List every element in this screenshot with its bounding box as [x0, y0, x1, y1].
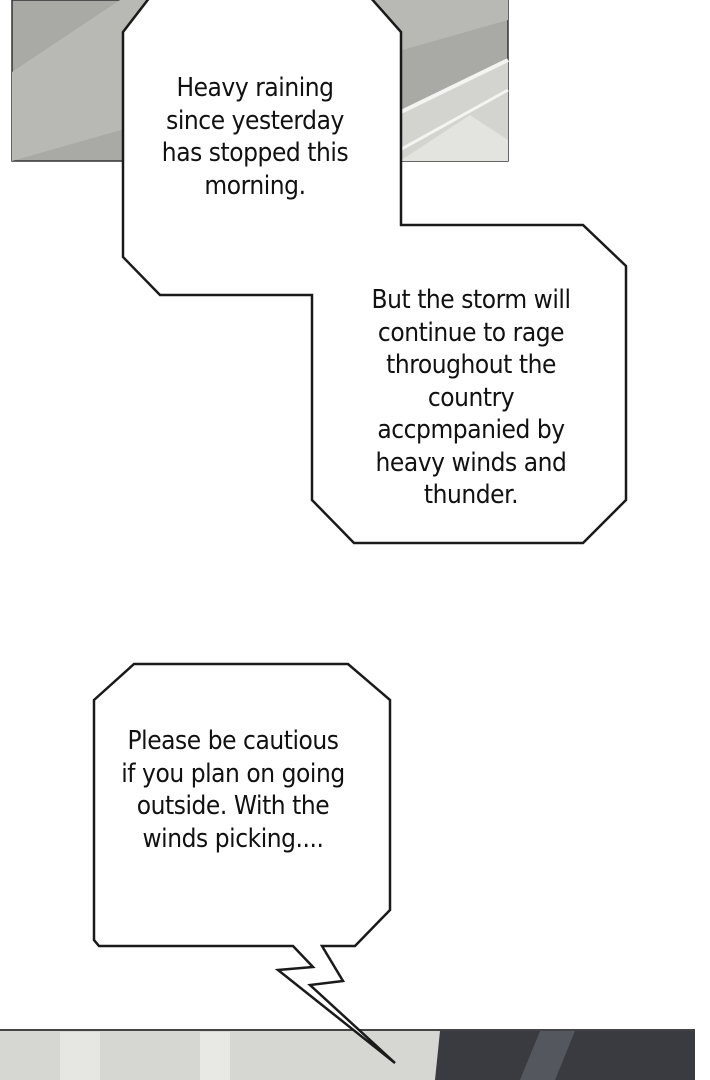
bottom-panel-artwork [0, 1029, 695, 1080]
bubble-3-text: Please be cautious if you plan on going … [121, 726, 345, 854]
speech-bubble-1-2-outline [121, 0, 628, 545]
bubble-2-text: But the storm will continue to rage thro… [371, 285, 571, 510]
bubble-1-text: Heavy raining since yesterday has stoppe… [161, 73, 349, 201]
speech-bubble-3-outline [92, 662, 396, 1064]
